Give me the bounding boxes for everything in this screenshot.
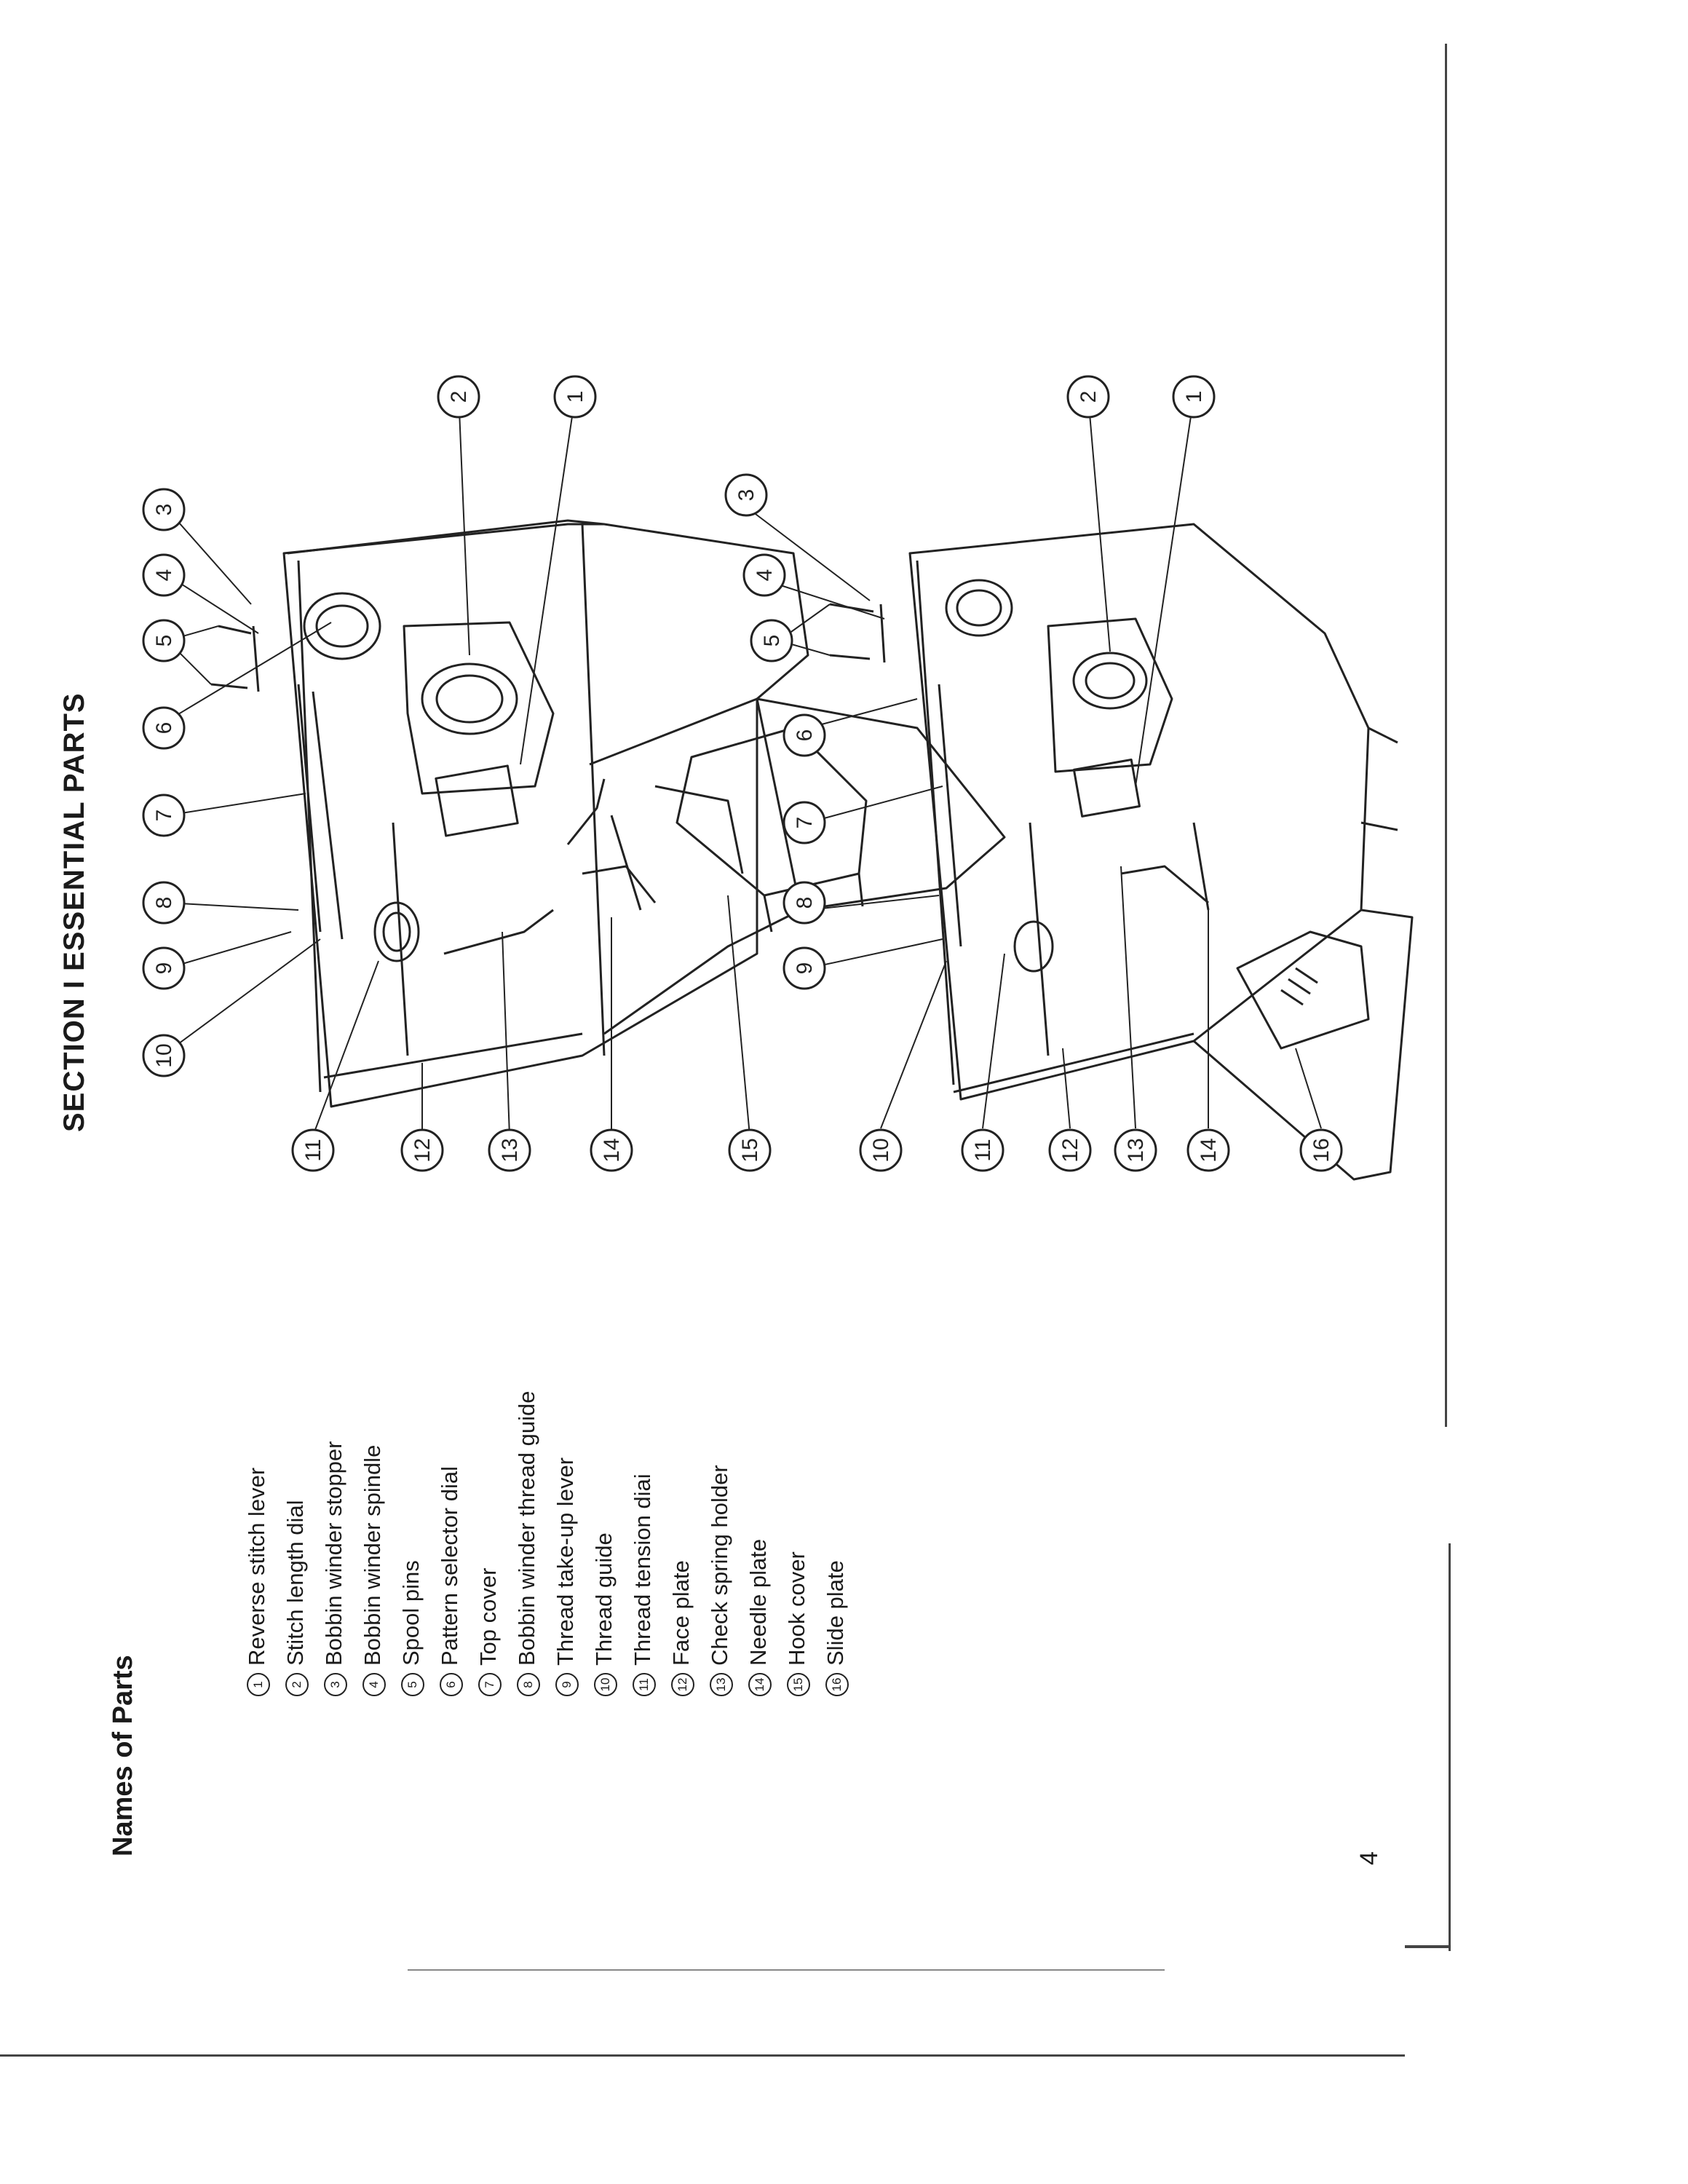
callout-12: 12	[400, 1128, 444, 1172]
svg-text:12: 12	[411, 1138, 435, 1162]
callout-13: 13	[488, 1128, 531, 1172]
callout-11: 11	[291, 1128, 335, 1172]
callout-3: 3	[724, 473, 768, 517]
callout-3: 3	[142, 488, 186, 531]
svg-text:1: 1	[563, 391, 587, 403]
svg-text:3: 3	[734, 489, 758, 502]
callout-4: 4	[742, 553, 786, 597]
svg-text:4: 4	[753, 569, 777, 582]
svg-text:10: 10	[869, 1138, 893, 1162]
callout-5: 5	[750, 619, 793, 662]
callout-2: 2	[1066, 375, 1110, 419]
scan-border-bottom-upper	[408, 1969, 1165, 1971]
callout-4: 4	[142, 553, 186, 597]
callout-9: 9	[142, 946, 186, 990]
callout-2: 2	[437, 375, 480, 419]
callout-14: 14	[590, 1128, 633, 1172]
scan-border-right-lower	[1449, 1543, 1451, 1951]
scan-tick	[1405, 1945, 1449, 1948]
bottom-machine-illustration	[829, 523, 1414, 1181]
svg-text:10: 10	[152, 1043, 176, 1067]
svg-text:8: 8	[152, 897, 176, 909]
callout-11: 11	[961, 1128, 1005, 1172]
callout-15: 15	[728, 1128, 772, 1172]
callout-5: 5	[142, 619, 186, 662]
callout-6: 6	[782, 713, 826, 757]
svg-text:11: 11	[971, 1139, 995, 1161]
callout-9: 9	[782, 946, 826, 990]
svg-text:4: 4	[152, 569, 176, 582]
svg-text:8: 8	[793, 897, 817, 909]
callout-1: 1	[1172, 375, 1216, 419]
callout-6: 6	[142, 706, 186, 750]
svg-text:6: 6	[793, 729, 817, 742]
svg-text:16: 16	[1309, 1138, 1334, 1162]
svg-text:11: 11	[301, 1139, 325, 1161]
svg-text:1: 1	[1182, 391, 1206, 403]
callout-14: 14	[1186, 1128, 1230, 1172]
callout-13: 13	[1114, 1128, 1157, 1172]
callout-8: 8	[782, 881, 826, 925]
svg-text:6: 6	[152, 722, 176, 735]
svg-text:14: 14	[1197, 1138, 1221, 1162]
scan-border-right	[1445, 44, 1447, 1427]
callout-1: 1	[553, 375, 597, 419]
svg-text:5: 5	[760, 635, 784, 647]
callout-16: 16	[1299, 1128, 1343, 1172]
callout-8: 8	[142, 881, 186, 925]
svg-text:13: 13	[498, 1138, 522, 1162]
svg-text:12: 12	[1058, 1138, 1082, 1162]
top-machine-illustration	[210, 519, 1006, 1108]
callout-7: 7	[142, 794, 186, 837]
scan-border-bottom	[0, 2054, 1405, 2057]
callout-10: 10	[859, 1128, 903, 1172]
svg-text:15: 15	[738, 1138, 762, 1162]
svg-text:13: 13	[1124, 1138, 1148, 1162]
svg-text:9: 9	[793, 962, 817, 975]
svg-text:7: 7	[152, 810, 176, 822]
callout-12: 12	[1048, 1128, 1092, 1172]
callout-10: 10	[142, 1034, 186, 1077]
svg-text:2: 2	[447, 391, 471, 403]
svg-text:9: 9	[152, 962, 176, 975]
svg-text:7: 7	[793, 817, 817, 829]
svg-text:14: 14	[600, 1138, 624, 1162]
svg-text:3: 3	[152, 504, 176, 516]
svg-text:5: 5	[152, 635, 176, 647]
callout-7: 7	[782, 801, 826, 844]
svg-text:2: 2	[1077, 391, 1101, 403]
